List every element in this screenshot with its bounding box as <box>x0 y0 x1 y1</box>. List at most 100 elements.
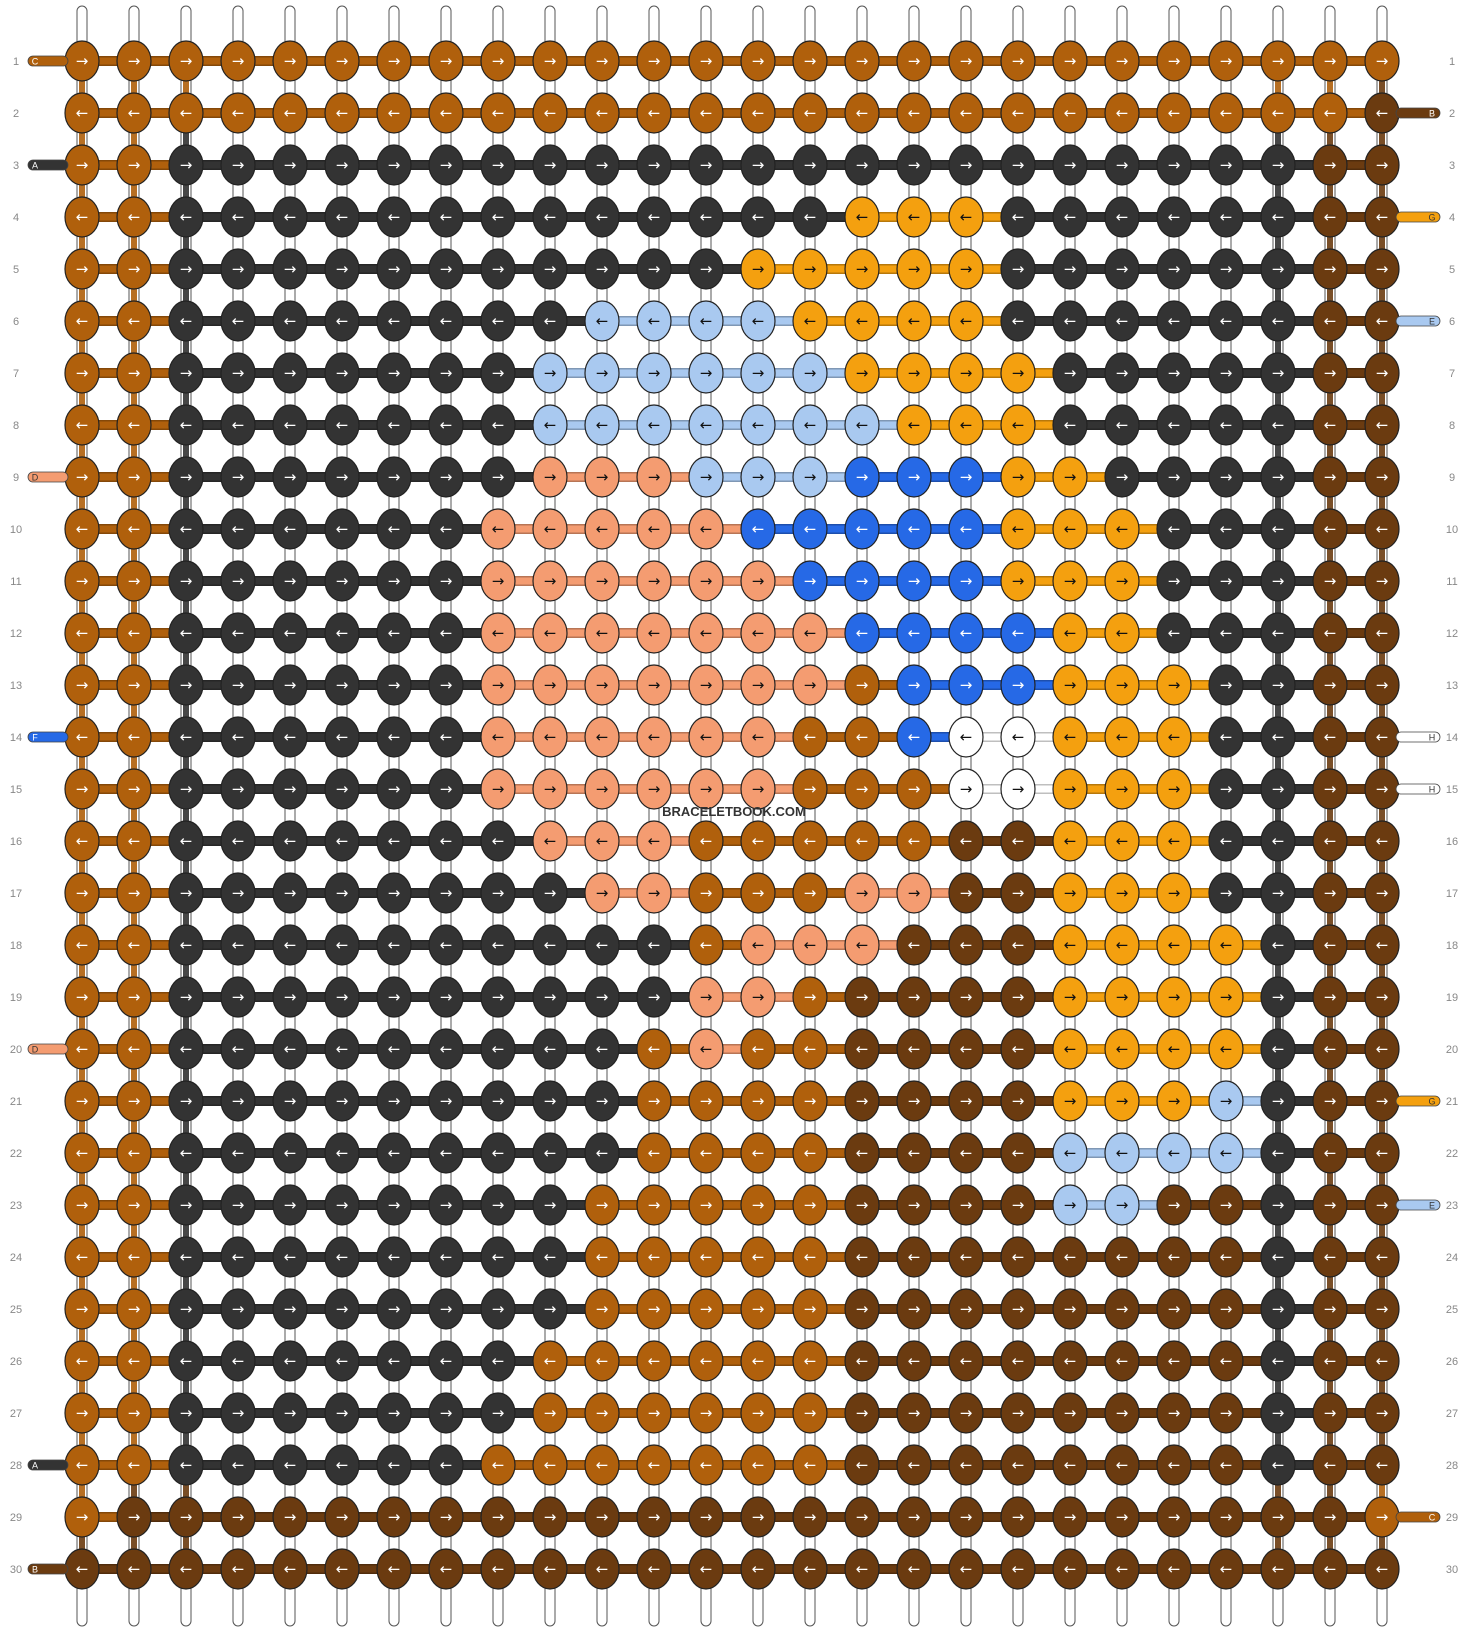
arrow-right-icon: → <box>804 260 817 278</box>
knot-shape <box>1104 1080 1140 1122</box>
knot: → <box>584 1080 620 1122</box>
arrow-left-icon: ← <box>700 936 713 954</box>
arrow-right-icon: → <box>492 780 505 798</box>
arrow-left-icon: ← <box>232 416 245 434</box>
knot-shape <box>1208 300 1244 342</box>
arrow-right-icon: → <box>804 572 817 590</box>
arrow-left-icon: ← <box>648 312 661 330</box>
knot: → <box>1208 976 1244 1018</box>
arrow-right-icon: → <box>76 1404 89 1422</box>
arrow-left-icon: ← <box>1220 1560 1233 1578</box>
arrow-right-icon: → <box>544 780 557 798</box>
arrow-left-icon: ← <box>960 832 973 850</box>
arrow-left-icon: ← <box>804 1352 817 1370</box>
arrow-left-icon: ← <box>388 416 401 434</box>
knot: → <box>1260 664 1296 706</box>
arrow-right-icon: → <box>440 1092 453 1110</box>
knot-shape <box>1104 560 1140 602</box>
arrow-left-icon: ← <box>1220 104 1233 122</box>
knot: → <box>844 664 880 706</box>
arrow-right-icon: → <box>856 572 869 590</box>
arrow-right-icon: → <box>700 988 713 1006</box>
arrow-left-icon: ← <box>908 416 921 434</box>
knot: ← <box>1364 612 1400 654</box>
arrow-right-icon: → <box>128 1196 141 1214</box>
arrow-left-icon: ← <box>76 728 89 746</box>
arrow-left-icon: ← <box>1324 1248 1337 1266</box>
arrow-left-icon: ← <box>180 520 193 538</box>
knot: → <box>116 664 152 706</box>
knot-shape <box>532 352 568 394</box>
knot: → <box>64 1080 100 1122</box>
knot-shape <box>792 144 828 186</box>
arrow-right-icon: → <box>752 1404 765 1422</box>
knot-shape <box>1104 40 1140 82</box>
knot-shape <box>844 456 880 498</box>
knot: ← <box>1312 92 1348 134</box>
knot: → <box>480 248 516 290</box>
knot-shape <box>844 560 880 602</box>
knot: → <box>1104 248 1140 290</box>
knot: → <box>480 1080 516 1122</box>
arrow-right-icon: → <box>1324 1508 1337 1526</box>
knot: → <box>948 1496 984 1538</box>
row-number-right: 18 <box>1446 940 1458 952</box>
arrow-right-icon: → <box>336 1404 349 1422</box>
row-number-right: 16 <box>1446 836 1458 848</box>
row-number-left: 21 <box>10 1096 22 1108</box>
arrow-left-icon: ← <box>1220 520 1233 538</box>
knot: → <box>116 248 152 290</box>
knot-shape <box>1312 560 1348 602</box>
arrow-right-icon: → <box>180 52 193 70</box>
row-number-left: 11 <box>10 576 21 588</box>
knot: → <box>896 144 932 186</box>
arrow-left-icon: ← <box>1012 1456 1025 1474</box>
knot-shape <box>1104 612 1140 654</box>
knot-shape <box>1052 924 1088 966</box>
arrow-left-icon: ← <box>128 624 141 642</box>
arrow-right-icon: → <box>388 780 401 798</box>
knot: → <box>1052 248 1088 290</box>
arrow-left-icon: ← <box>544 1456 557 1474</box>
arrow-left-icon: ← <box>1376 104 1389 122</box>
arrow-left-icon: ← <box>1272 312 1285 330</box>
arrow-right-icon: → <box>1272 676 1285 694</box>
knot-shape <box>1156 1080 1192 1122</box>
knot: ← <box>1364 924 1400 966</box>
knot: → <box>64 976 100 1018</box>
knot-shape <box>948 716 984 758</box>
row-number-right: 28 <box>1446 1460 1458 1472</box>
arrow-right-icon: → <box>128 780 141 798</box>
knot: ← <box>792 1444 828 1486</box>
knot: → <box>1156 768 1192 810</box>
knot: → <box>1208 144 1244 186</box>
arrow-right-icon: → <box>492 364 505 382</box>
knot: → <box>740 872 776 914</box>
arrow-right-icon: → <box>1064 988 1077 1006</box>
knot: ← <box>1104 196 1140 238</box>
arrow-right-icon: → <box>648 1404 661 1422</box>
knot-shape <box>844 508 880 550</box>
knot-shape <box>792 40 828 82</box>
knot: ← <box>1052 1444 1088 1486</box>
knot-shape <box>844 144 880 186</box>
knot-shape <box>1208 768 1244 810</box>
arrow-left-icon: ← <box>908 624 921 642</box>
knot: ← <box>1364 716 1400 758</box>
knot-shape <box>1000 144 1036 186</box>
knot-shape <box>896 716 932 758</box>
knot: → <box>220 872 256 914</box>
arrow-right-icon: → <box>544 572 557 590</box>
arrow-right-icon: → <box>596 884 609 902</box>
knot-shape <box>116 248 152 290</box>
knot-shape <box>1052 872 1088 914</box>
knot: → <box>272 352 308 394</box>
arrow-right-icon: → <box>76 156 89 174</box>
arrow-right-icon: → <box>804 468 817 486</box>
arrow-right-icon: → <box>180 676 193 694</box>
arrow-right-icon: → <box>1116 260 1129 278</box>
knot-shape <box>688 768 724 810</box>
knot: ← <box>1104 300 1140 342</box>
arrow-left-icon: ← <box>440 936 453 954</box>
arrow-right-icon: → <box>596 468 609 486</box>
